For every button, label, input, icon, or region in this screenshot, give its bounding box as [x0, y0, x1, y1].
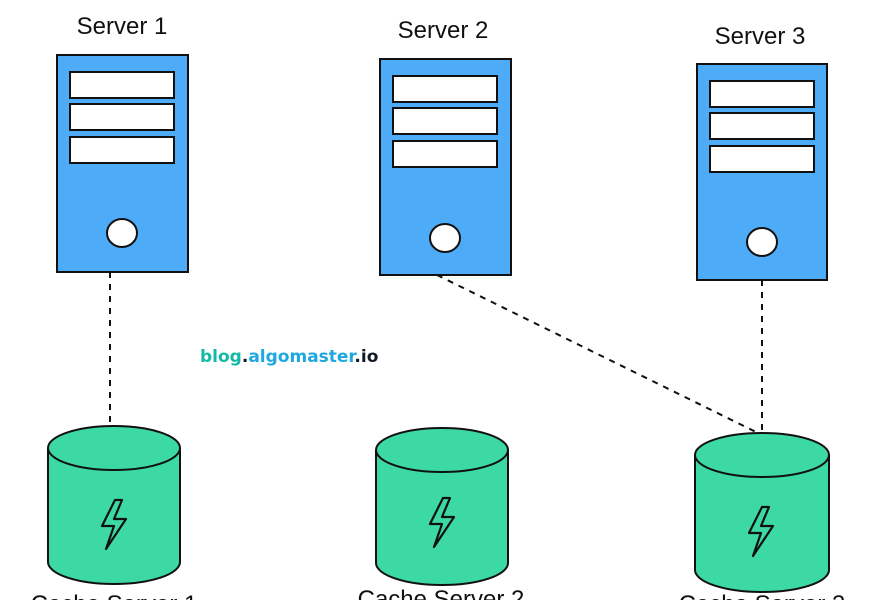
cache-server-2-label: Cache Server 2	[358, 586, 525, 600]
lightning-icon	[428, 496, 456, 549]
server-2: Server 2	[379, 17, 512, 276]
watermark-part-algomaster: algomaster	[248, 347, 357, 367]
server-1-drive-bay	[69, 103, 175, 131]
watermark-part-blog: blog	[200, 347, 242, 367]
watermark-part-io: io	[361, 347, 379, 367]
watermark: blog.algomaster.io	[200, 347, 378, 367]
watermark-dot: .	[354, 347, 360, 367]
server-3-drive-bay	[709, 112, 815, 140]
server-3-drive-bay	[709, 80, 815, 108]
server-1-drive-bay	[69, 71, 175, 99]
server-3-drive-bay	[709, 145, 815, 173]
cache-server-1-top	[47, 425, 181, 471]
server-1-label: Server 1	[77, 13, 168, 40]
server-2-drive-bay	[392, 75, 498, 103]
server-1-power-button	[106, 218, 138, 248]
cache-server-3: Cache Server 3	[679, 432, 846, 600]
watermark-dot: .	[242, 347, 248, 367]
server-3-power-button	[746, 227, 778, 257]
cache-server-3-top	[694, 432, 830, 478]
server-3-label: Server 3	[715, 23, 806, 50]
server-2-label: Server 2	[398, 17, 489, 44]
server-2-power-button	[429, 223, 461, 253]
server-3: Server 3	[696, 23, 828, 281]
connections	[109, 272, 763, 433]
cache-server-2-top	[375, 427, 509, 473]
server-1-drive-bay	[69, 136, 175, 164]
cache-server-1: Cache Server 1	[31, 425, 198, 600]
connector-server2-cache3	[436, 274, 757, 433]
lightning-icon	[747, 505, 775, 558]
server-1: Server 1	[56, 13, 189, 273]
cache-server-1-cylinder	[47, 448, 181, 585]
cache-server-3-label: Cache Server 3	[679, 591, 846, 600]
server-2-drive-bay	[392, 140, 498, 168]
server-2-drive-bay	[392, 107, 498, 135]
cache-server-2: Cache Server 2	[358, 427, 525, 600]
lightning-icon	[100, 498, 128, 551]
cache-server-1-label: Cache Server 1	[31, 591, 198, 600]
